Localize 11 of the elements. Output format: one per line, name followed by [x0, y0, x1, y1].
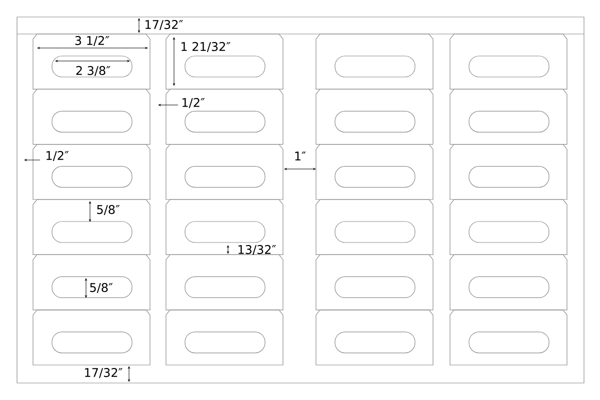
dimension-label: 1 21/32″	[182, 42, 230, 52]
dimension-label: 17/32″	[146, 20, 183, 30]
dimension-label: 2 3/8″	[76, 66, 110, 76]
dimension-label: 17/32″	[85, 368, 122, 378]
dimension-label: 5/8″	[90, 283, 113, 294]
dimension-label: 5/8″	[97, 205, 120, 216]
dimension-label: 1/2″	[46, 151, 69, 162]
dimension-label: 3 1/2″	[75, 36, 110, 46]
dimension-label: 13/32″	[238, 245, 276, 256]
dimension-label: 1/2″	[182, 98, 205, 108]
dimension-label: 1″	[295, 152, 306, 160]
